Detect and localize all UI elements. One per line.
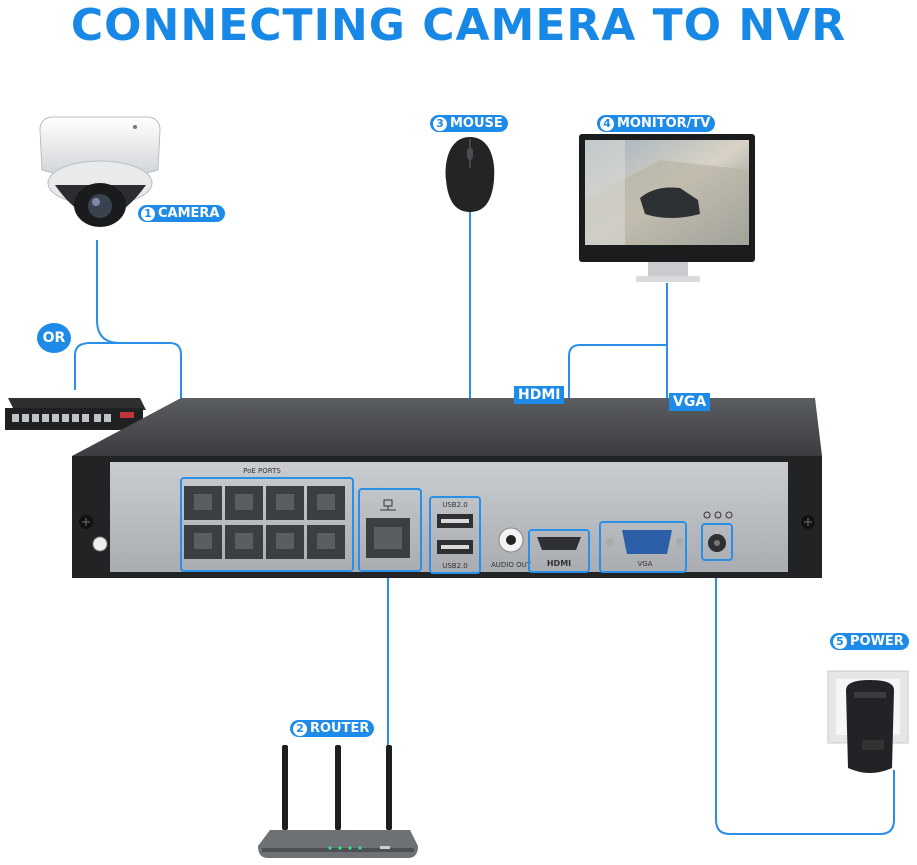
monitor <box>579 134 755 282</box>
poe-ports-highlight <box>180 477 354 572</box>
dome-camera <box>39 116 161 227</box>
hdmi-cable <box>568 344 667 530</box>
hdmi-label: HDMI <box>514 386 565 404</box>
vga-port-label: VGA <box>637 560 652 568</box>
lan-port-highlight <box>358 488 422 572</box>
camera-cable <box>96 240 182 480</box>
page-title: CONNECTING CAMERA TO NVR <box>70 0 847 51</box>
power-cable <box>715 560 895 835</box>
router <box>258 745 418 858</box>
vga-port <box>622 530 672 554</box>
audio-out-label: AUDIO OUT <box>491 561 532 569</box>
power-port-highlight <box>701 523 733 561</box>
vga-highlight <box>599 521 687 573</box>
power-adapter <box>827 670 909 773</box>
vga-label: VGA <box>669 393 711 411</box>
nvr: PoE PORTS USB2.0 USB2.0 AUDIO OUT HDMI V… <box>72 398 822 578</box>
usb-bottom-label: USB2.0 <box>442 562 468 570</box>
switch-cable <box>74 342 120 390</box>
hdmi-highlight <box>528 529 590 573</box>
polarity-icon <box>703 511 733 519</box>
usb-top-label: USB2.0 <box>442 501 468 509</box>
mouse <box>445 137 495 212</box>
usb-highlight <box>429 496 481 574</box>
hdmi-port-label: HDMI <box>547 559 571 568</box>
or-badge: OR <box>37 323 71 353</box>
poe-switch <box>5 398 146 430</box>
network-icon <box>380 499 396 511</box>
poe-ports-label: PoE PORTS <box>243 467 281 475</box>
hdmi-port <box>537 537 581 550</box>
